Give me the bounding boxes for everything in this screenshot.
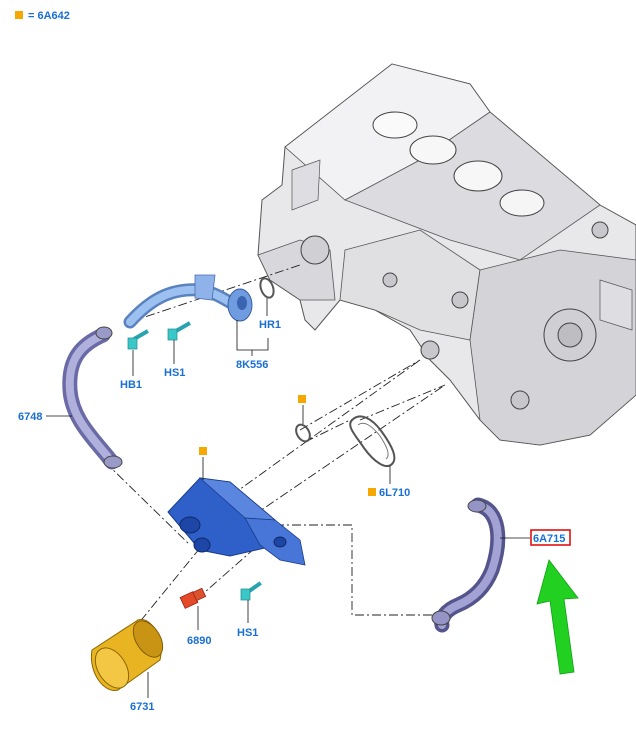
- label-8k556[interactable]: 8K556: [236, 359, 268, 371]
- highlight-box-6a715: [530, 529, 571, 546]
- oil-filter-6731: [90, 619, 164, 691]
- hose-6a715: [431, 497, 506, 633]
- hose-6748: [62, 326, 123, 470]
- legend: = 6A642: [15, 10, 70, 22]
- bolt-hs1-bottom: [240, 581, 262, 601]
- label-6890[interactable]: 6890: [187, 635, 211, 647]
- marker-seal-icon: [298, 395, 306, 403]
- label-hr1[interactable]: HR1: [259, 319, 281, 331]
- engine-block: [257, 63, 636, 446]
- seal-ring: [295, 423, 311, 443]
- bolt-hb1: [127, 329, 149, 350]
- gasket-6l710: [349, 415, 396, 467]
- bolt-hs1-top: [167, 321, 191, 341]
- label-6731[interactable]: 6731: [130, 701, 154, 713]
- label-hs1-bottom[interactable]: HS1: [237, 627, 258, 639]
- oil-cooler: [167, 477, 306, 566]
- label-hb1[interactable]: HB1: [120, 379, 142, 391]
- label-6a715[interactable]: 6A715: [533, 533, 565, 545]
- coolant-pipe: [123, 274, 253, 329]
- label-hs1-top[interactable]: HS1: [164, 367, 185, 379]
- legend-marker-icon: [15, 11, 23, 19]
- pointer-arrow-icon: [536, 559, 579, 675]
- label-6748[interactable]: 6748: [18, 411, 42, 423]
- o-ring-hr1: [259, 277, 275, 299]
- part-labels: HB1 HS1 HR1 8K556 6748 6L710 6890 HS1 67…: [18, 319, 571, 713]
- assembly-lines: [104, 264, 446, 641]
- legend-text: = 6A642: [28, 10, 70, 22]
- adapter-6890: [179, 587, 207, 609]
- leader-lines: [46, 298, 530, 698]
- label-6l710[interactable]: 6L710: [379, 487, 410, 499]
- marker-cooler-icon: [199, 447, 207, 455]
- marker-6l710-icon: [368, 488, 376, 496]
